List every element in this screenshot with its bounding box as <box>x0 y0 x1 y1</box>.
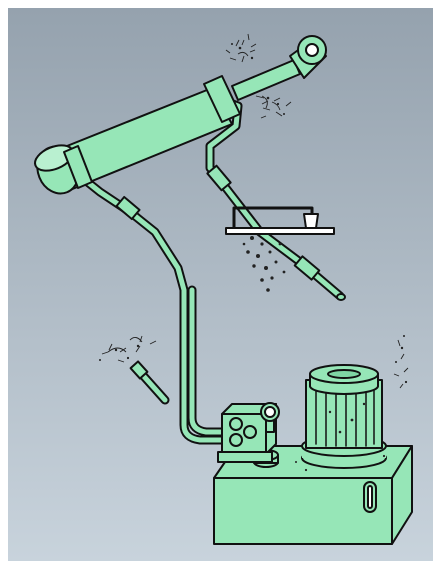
electric-motor-icon <box>302 365 386 468</box>
